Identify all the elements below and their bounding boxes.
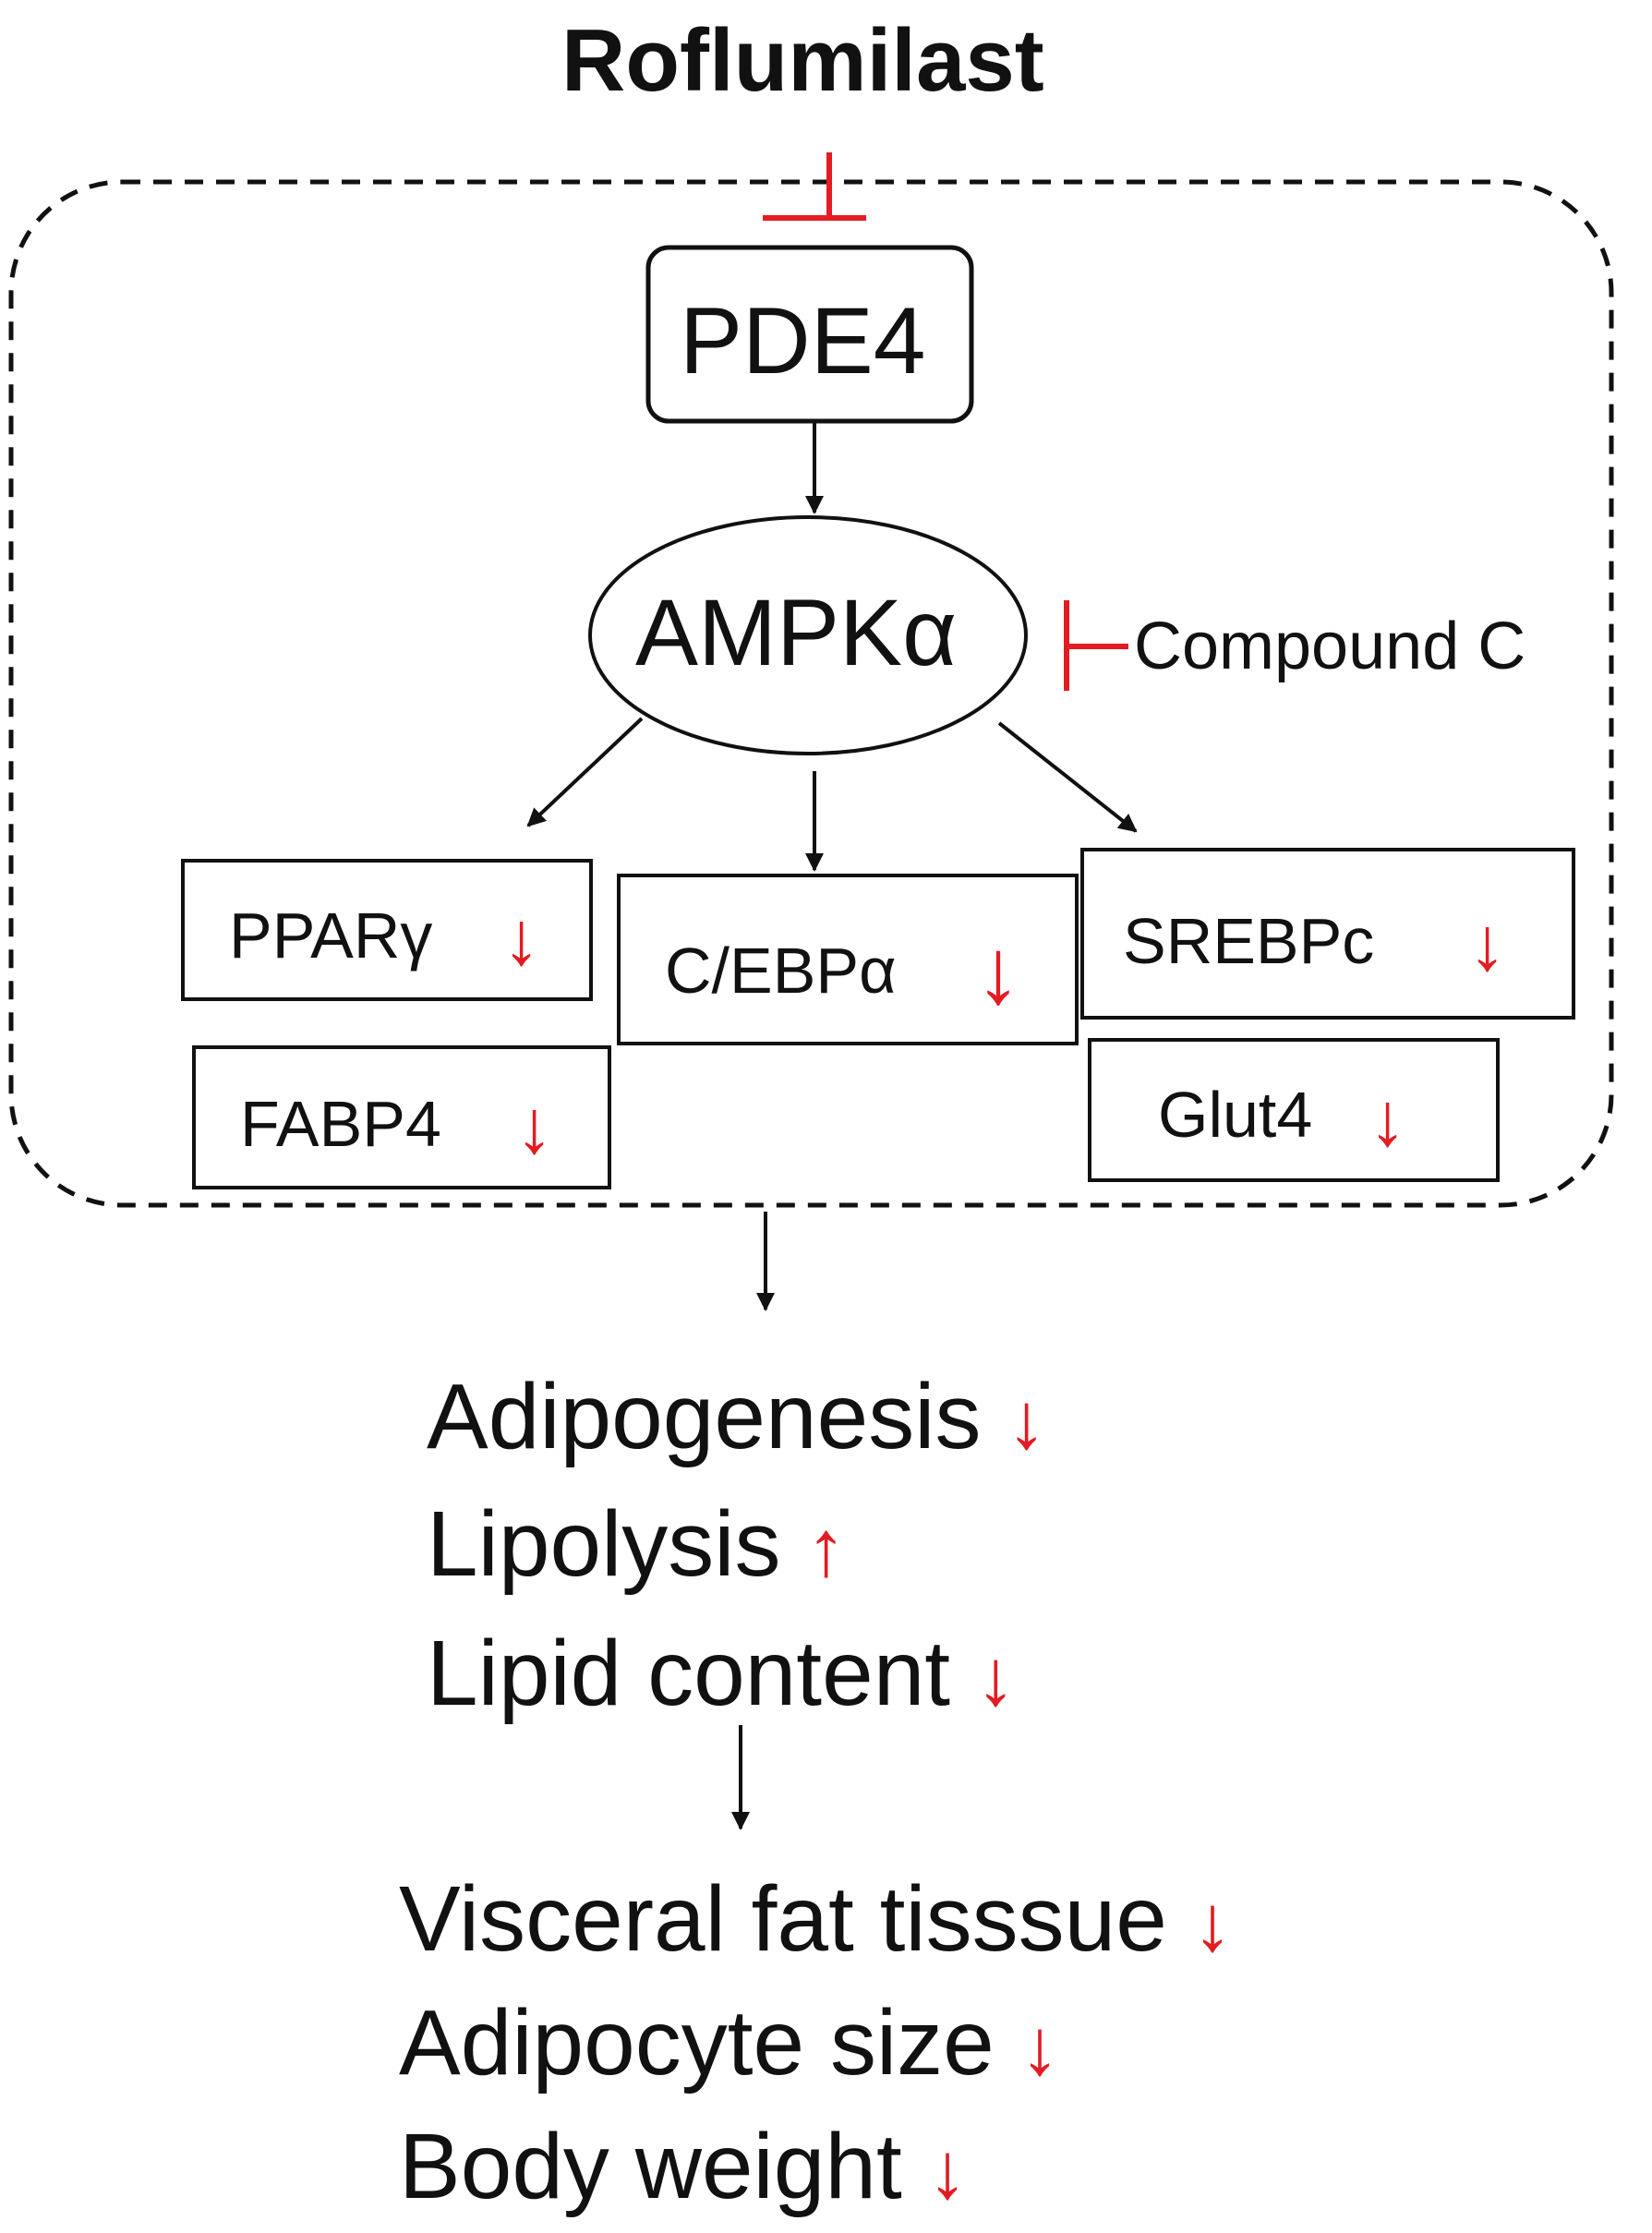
ampk-label: AMPKα [635,580,958,685]
cebp-box: C/EBPα ↓ [617,874,1079,1045]
glut4-box: Glut4 ↓ [1088,1038,1500,1182]
cell-boundary [8,179,1614,1208]
outcome-lipolysis-label: Lipolysis [427,1492,781,1596]
fabp4-label: FABP4 [240,1088,441,1160]
outcome-adipocyte-size-label: Adipocyte size [399,1991,995,2094]
arrow-ampk-to-srebp [997,721,1138,833]
compound-c-label: Compound C [1134,610,1526,683]
outcome-adipocyte-size-arrow: ↓ [1019,2003,1060,2092]
cebp-down-arrow: ↓ [975,920,1021,1023]
outcome-adipogenesis-label: Adipogenesis [427,1365,982,1468]
glut4-label: Glut4 [1158,1079,1313,1151]
roflumilast-inhibition-mark [763,152,866,221]
fabp4-down-arrow: ↓ [515,1085,553,1169]
srebp-label: SREBPc [1123,905,1375,977]
outcome-body-weight-label: Body weight [399,2115,902,2218]
outcome-adipocyte-size: Adipocyte size ↓ [399,1997,1060,2089]
ppar-down-arrow: ↓ [502,897,540,981]
outcome-lipid-content-arrow: ↓ [975,1634,1016,1722]
srebp-box: SREBPc ↓ [1080,848,1575,1020]
arrow-ampk-to-ppar [526,717,644,827]
ppar-box: PPARγ ↓ [181,859,593,1001]
outcome-visceral-fat: Visceral fat tisssue ↓ [399,1873,1233,1965]
ppar-label: PPARγ [229,899,433,972]
outcome-visceral-fat-label: Visceral fat tisssue [399,1867,1167,1971]
outcome-lipolysis: Lipolysis ↑ [427,1498,846,1590]
pde4-label: PDE4 [680,288,926,393]
outcome-lipid-content-label: Lipid content [427,1622,951,1725]
cebp-label: C/EBPα [665,935,897,1007]
outcome-lipid-content: Lipid content ↓ [427,1627,1016,1720]
glut4-down-arrow: ↓ [1369,1078,1406,1162]
outcome-lipolysis-arrow: ↑ [806,1504,847,1593]
fabp4-box: FABP4 ↓ [192,1045,611,1189]
outcome-adipogenesis: Adipogenesis ↓ [427,1370,1046,1463]
outcome-visceral-fat-arrow: ↓ [1192,1879,1233,1968]
ampk-node [588,515,1028,755]
outcome-body-weight: Body weight ↓ [399,2120,968,2213]
pde4-node [645,245,974,424]
srebp-down-arrow: ↓ [1468,902,1506,986]
diagram-title: Roflumilast [561,11,1044,110]
outcome-adipogenesis-arrow: ↓ [1007,1377,1047,1466]
outcome-body-weight-arrow: ↓ [927,2127,968,2215]
compound-c-inhibition-mark [1064,600,1128,691]
